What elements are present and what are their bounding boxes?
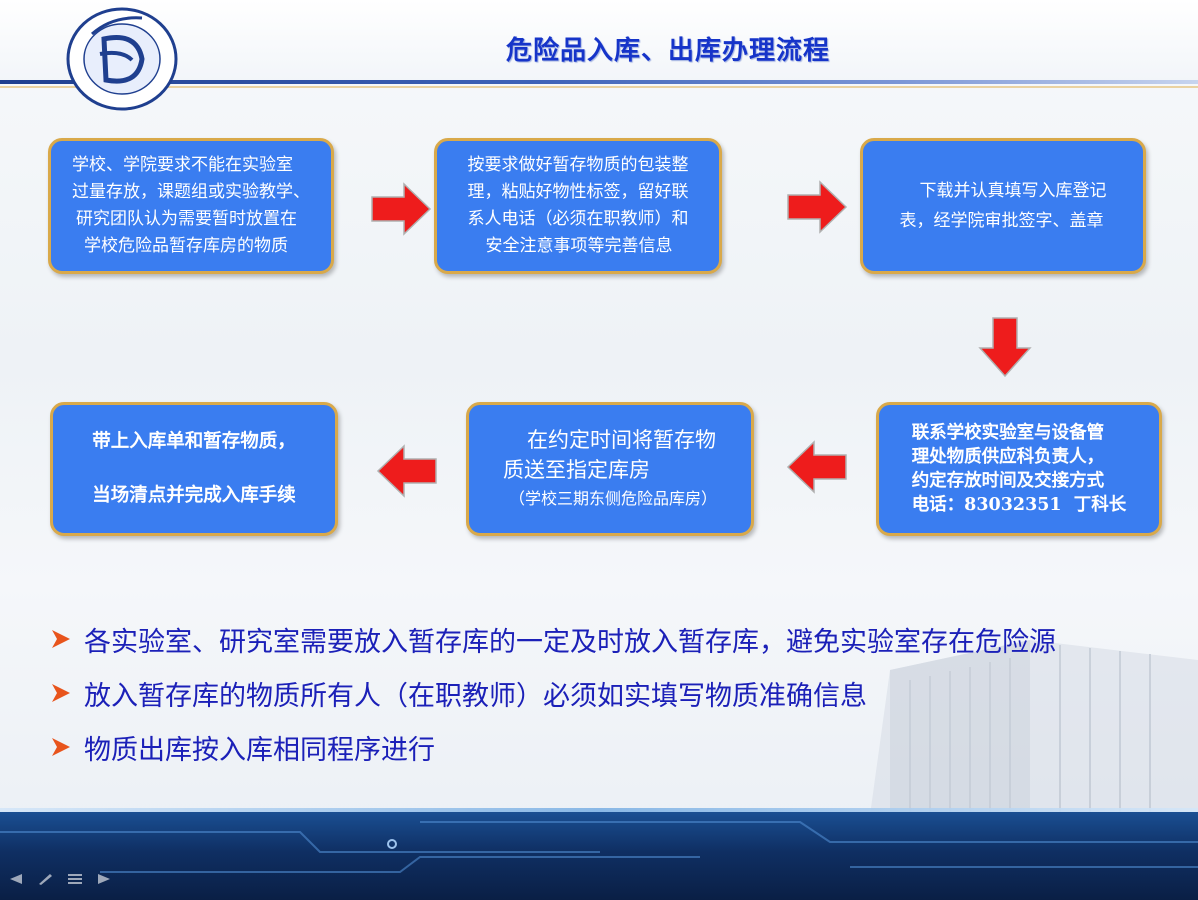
header-divider [0,80,1198,84]
list-item: 各实验室、研究室需要放入暂存库的一定及时放入暂存库，避免实验室存在危险源 [48,612,1056,666]
flow-step-4-line: 理处物质供应科负责人， [911,447,1105,467]
flow-step-2: 按要求做好暂存物质的包装整 理，粘贴好物性标签，留好联 系人电话（必须在职教师）… [434,138,722,274]
flow-step-6: 带上入库单和暂存物质， 当场清点并完成入库手续 [50,402,338,536]
arrow-down-icon [978,317,1032,378]
flow-step-4-line: 联系学校实验室与设备管 [911,423,1105,443]
flow-step-1-line: 学校、学院要求不能在实验室 [72,155,293,175]
flow-step-5-location: （学校三期东侧危险品库房） [508,489,717,508]
bullet-arrow-icon [52,738,70,756]
flow-step-4: 联系学校实验室与设备管 理处物质供应科负责人， 约定存放时间及交接方式 电话：8… [876,402,1162,536]
flow-step-1: 学校、学院要求不能在实验室 过量存放，课题组或实验教学、 研究团队认为需要暂时放… [48,138,334,274]
arrow-left-icon [786,440,847,494]
flow-step-2-line: 理，粘贴好物性标签，留好联 [467,182,689,202]
circuit-decoration-icon [0,821,1198,873]
university-seal-icon [66,7,178,111]
list-item-text: 放入暂存库的物质所有人（在职教师）必须如实填写物质准确信息 [84,680,867,712]
flow-step-6-line: 当场清点并完成入库手续 [92,485,296,506]
list-item-text: 各实验室、研究室需要放入暂存库的一定及时放入暂存库，避免实验室存在危险源 [84,626,1056,658]
bullet-arrow-icon [52,684,70,702]
flow-step-4-contact: 电话：83032351 丁科长 [911,495,1127,515]
list-item: 放入暂存库的物质所有人（在职教师）必须如实填写物质准确信息 [48,666,1056,720]
notes-list: 各实验室、研究室需要放入暂存库的一定及时放入暂存库，避免实验室存在危险源 放入暂… [48,612,1056,774]
page-title: 危险品入库、出库办理流程 [506,36,831,66]
flow-step-5: 在约定时间将暂存物 质送至指定库房 （学校三期东侧危险品库房） [466,402,754,536]
header-band [0,0,1198,82]
list-item-text: 物质出库按入库相同程序进行 [84,734,435,766]
flow-step-4-line: 约定存放时间及交接方式 [911,471,1105,491]
previous-icon[interactable] [6,872,24,886]
flow-step-3: 下载并认真填写入库登记 表，经学院审批签字、盖章 [860,138,1146,274]
flow-step-1-line: 学校危险品暂存库房的物质 [84,236,288,256]
flow-step-6-line: 带上入库单和暂存物质， [92,431,296,452]
flow-step-2-line: 安全注意事项等完善信息 [485,236,673,256]
slide-nav [6,872,114,886]
menu-icon[interactable] [66,872,84,886]
arrow-right-icon [371,182,432,236]
building-decoration-icon [870,640,1198,815]
flow-step-3-line: 表，经学院审批签字、盖章 [899,211,1104,231]
flow-step-5-line: 在约定时间将暂存物 [526,428,716,452]
flow-step-1-line: 过量存放，课题组或实验教学、 [72,182,310,202]
pen-icon[interactable] [36,872,54,886]
arrow-right-icon [787,180,848,234]
flow-step-3-line: 下载并认真填写入库登记 [919,181,1107,201]
flow-step-1-line: 研究团队认为需要暂时放置在 [76,209,297,229]
header-accent-line [0,86,1198,88]
footer-glow [0,808,1198,814]
next-icon[interactable] [96,872,114,886]
bullet-arrow-icon [52,630,70,648]
arrow-left-icon [376,444,437,498]
flow-step-2-line: 系人电话（必须在职教师）和 [467,209,689,229]
list-item: 物质出库按入库相同程序进行 [48,720,1056,774]
footer-band [0,812,1198,900]
flow-step-2-line: 按要求做好暂存物质的包装整 [467,155,689,175]
flow-step-5-line: 质送至指定库房 [502,458,650,482]
